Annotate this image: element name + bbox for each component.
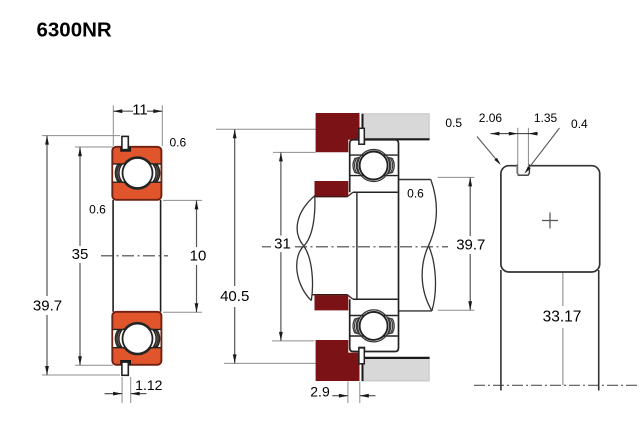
svg-text:0.6: 0.6 [407, 186, 424, 200]
svg-text:2.06: 2.06 [479, 111, 503, 125]
svg-text:40.5: 40.5 [220, 288, 249, 305]
svg-text:0.5: 0.5 [445, 116, 462, 130]
svg-text:2.9: 2.9 [310, 383, 330, 399]
svg-text:39.7: 39.7 [456, 237, 485, 254]
svg-text:0.6: 0.6 [169, 135, 186, 149]
svg-text:35: 35 [72, 246, 89, 263]
svg-text:11: 11 [132, 102, 148, 119]
svg-text:1.35: 1.35 [534, 111, 558, 125]
svg-text:10: 10 [190, 247, 207, 264]
svg-text:6300NR: 6300NR [37, 18, 112, 41]
svg-text:33.17: 33.17 [543, 308, 582, 325]
svg-text:0.4: 0.4 [571, 117, 588, 131]
svg-text:1.12: 1.12 [135, 377, 162, 393]
svg-text:0.6: 0.6 [89, 203, 106, 217]
svg-text:31: 31 [274, 235, 291, 252]
svg-text:39.7: 39.7 [33, 298, 62, 315]
